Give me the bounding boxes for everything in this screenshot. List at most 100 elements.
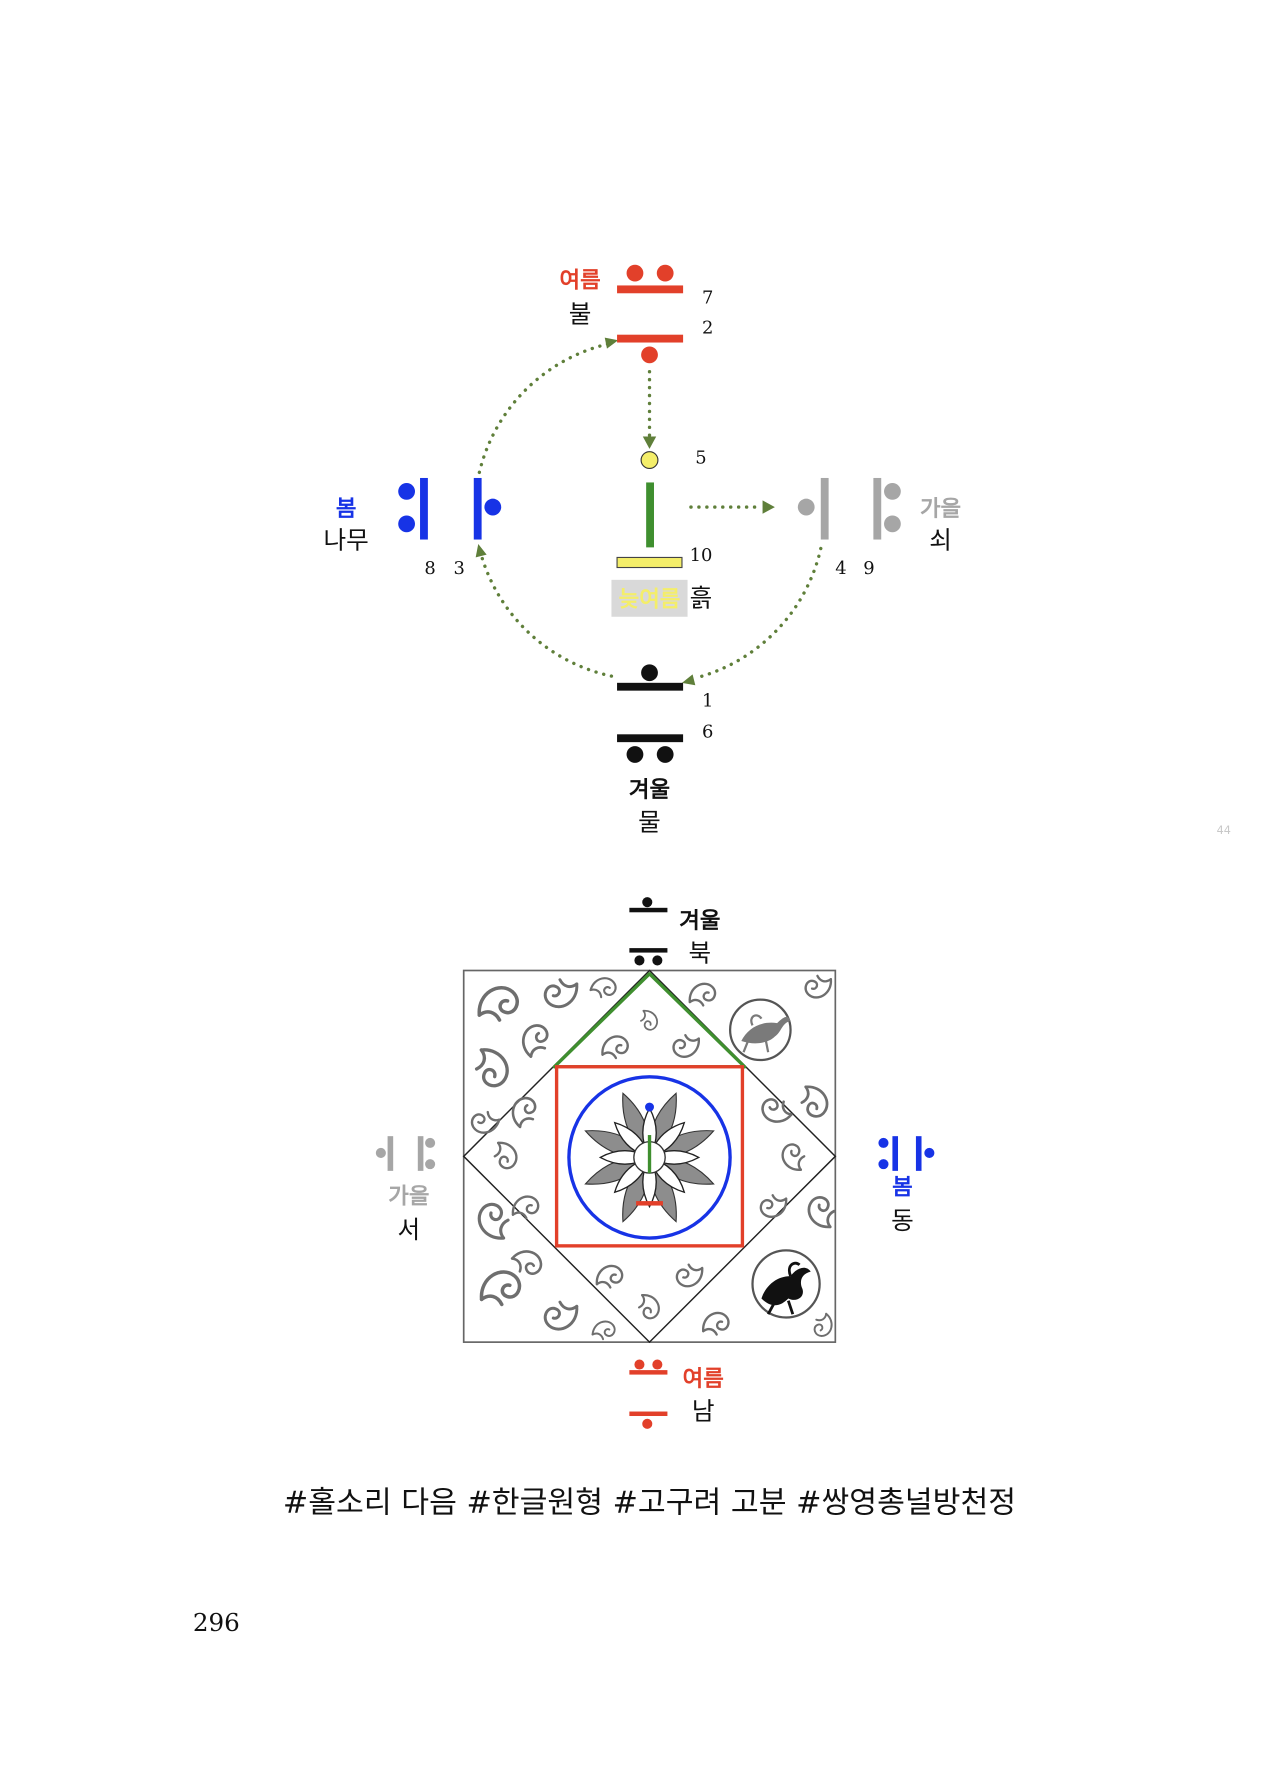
south-dot	[652, 1359, 663, 1370]
spring-dot	[398, 483, 416, 500]
winter-element-label: 물	[638, 808, 661, 837]
winter-dot	[641, 664, 658, 682]
west-dot	[425, 1137, 436, 1148]
winter-bar	[617, 734, 684, 743]
red-center-bar	[636, 1201, 663, 1206]
west-bar	[417, 1136, 424, 1171]
center-number: 10	[690, 545, 713, 566]
summer-bar	[617, 285, 684, 294]
east-dot	[878, 1159, 889, 1170]
east-dot	[878, 1137, 889, 1148]
south-direction-label: 남	[692, 1396, 715, 1425]
summer-dot	[656, 264, 674, 282]
arrowhead-icon	[475, 544, 487, 558]
spring-bar	[420, 477, 428, 540]
ceiling-directions-diagram: 겨울 북	[375, 897, 935, 1429]
north-dot	[652, 955, 663, 966]
arrowhead-icon	[762, 500, 775, 514]
late-summer-element-label: 흙	[690, 584, 713, 613]
tomb-ceiling-image	[462, 969, 838, 1344]
cycle-arrow-autumn-to-winter	[692, 546, 823, 681]
late-summer-label-background	[611, 579, 688, 617]
summer-element-label: 불	[569, 299, 592, 328]
south-group: 여름 남	[629, 1359, 724, 1429]
margin-marker: 44	[1217, 824, 1231, 837]
autumn-group: 가을 쇠 4 9	[797, 477, 961, 579]
spring-dot	[484, 498, 502, 516]
arrowhead-icon	[681, 674, 696, 686]
creature-figure-lines	[766, 1261, 801, 1315]
spring-number: 8	[424, 558, 435, 579]
north-dot	[642, 897, 653, 908]
arrowhead-icon	[604, 337, 619, 349]
east-direction-label: 동	[891, 1206, 914, 1235]
center-yellow-dot	[640, 451, 659, 470]
blue-center-dot	[645, 1102, 654, 1112]
south-dot	[634, 1359, 645, 1370]
south-season-label: 여름	[683, 1366, 724, 1392]
autumn-dot	[797, 498, 815, 516]
north-dot	[634, 955, 645, 966]
summer-season-label: 여름	[560, 268, 601, 294]
ceiling-diamond	[462, 969, 837, 1344]
autumn-dot	[884, 515, 901, 533]
north-direction-label: 북	[689, 939, 712, 968]
spring-element-label: 나무	[324, 525, 369, 554]
east-bar	[892, 1136, 899, 1171]
winter-number: 6	[702, 722, 713, 743]
autumn-number: 9	[863, 558, 874, 579]
five-elements-diagram: 여름 불 7 2 5 10 늦여름 흙 봄 나무	[324, 264, 961, 837]
center-yellow-bar	[616, 556, 683, 569]
hashtag-caption: #홀소리 다음 #한글원형 #고구려 고분 #쌍영총널방천정	[283, 1485, 1016, 1520]
autumn-element-label: 쇠	[929, 525, 952, 554]
blue-circle	[567, 1075, 732, 1240]
north-bar	[629, 907, 668, 913]
autumn-number: 4	[835, 558, 846, 579]
summer-dot	[626, 264, 644, 282]
center-green-bar	[646, 482, 654, 548]
winter-dot	[626, 746, 644, 763]
page-number: 296	[193, 1608, 240, 1637]
east-season-label: 봄	[892, 1174, 913, 1200]
spring-season-label: 봄	[336, 496, 357, 522]
summer-bar	[617, 334, 684, 343]
winter-season-label: 겨울	[629, 777, 670, 803]
south-bar	[629, 1411, 668, 1417]
cycle-arrow-spring-to-summer	[477, 341, 611, 475]
south-dot	[642, 1418, 653, 1429]
creature-figure	[761, 1267, 811, 1306]
winter-bar	[617, 682, 684, 691]
late-summer-season-label: 늦여름	[619, 587, 681, 613]
medallion-top-right	[728, 998, 792, 1062]
spring-number: 3	[454, 558, 465, 579]
south-bar	[629, 1370, 668, 1375]
west-direction-label: 서	[398, 1215, 421, 1244]
autumn-season-label: 가을	[920, 496, 961, 522]
center-number: 5	[695, 447, 706, 468]
winter-dot	[656, 746, 674, 763]
creature-figure	[741, 1016, 791, 1044]
north-season-label: 겨울	[679, 908, 720, 934]
spring-dot	[398, 515, 416, 533]
summer-dot	[641, 346, 658, 364]
late-summer-group: 5 10 늦여름 흙	[611, 447, 713, 617]
north-bar	[629, 948, 668, 953]
west-dot	[375, 1147, 386, 1158]
west-group: 가을 서	[375, 1136, 436, 1244]
winter-group: 1 6 겨울 물	[617, 664, 713, 837]
autumn-bar	[820, 477, 829, 540]
autumn-bar	[873, 477, 882, 540]
cycle-arrow-winter-to-spring	[479, 554, 614, 678]
east-group: 봄 동	[878, 1136, 935, 1235]
summer-group: 여름 불 7 2	[560, 264, 713, 364]
east-dot	[924, 1147, 935, 1158]
autumn-dot	[884, 483, 901, 500]
west-dot	[425, 1159, 436, 1170]
medallion-bottom-right	[751, 1249, 821, 1319]
creature-figure-lines	[742, 1014, 770, 1053]
north-group: 겨울 북	[629, 897, 720, 968]
spring-group: 봄 나무 8 3	[324, 477, 502, 579]
summer-number: 7	[702, 287, 713, 308]
winter-number: 1	[702, 690, 713, 711]
